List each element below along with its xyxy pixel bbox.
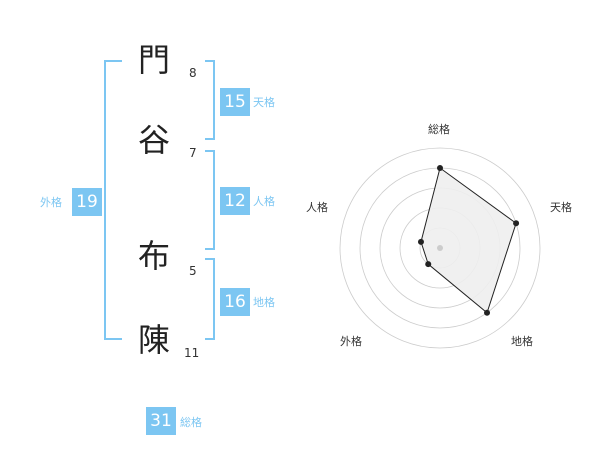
gaikaku-label: 外格 — [40, 196, 62, 209]
radar-axis-label-jinkaku: 人格 — [306, 201, 328, 214]
tenkaku-score: 15 — [220, 88, 250, 116]
stroke-count-4: 11 — [184, 346, 200, 360]
radar-point-5 — [417, 238, 424, 245]
stroke-count-1: 8 — [189, 66, 197, 80]
radar-axis-label-soukaku: 総格 — [428, 123, 450, 136]
stroke-count-2: 7 — [189, 146, 197, 160]
gaikaku-score: 19 — [72, 188, 102, 216]
soukaku-score: 31 — [146, 407, 176, 435]
radar-center-point — [437, 245, 443, 251]
name-char-4: 陳 — [137, 321, 170, 359]
radar-point-2 — [513, 220, 520, 227]
chikaku-label: 地格 — [253, 296, 275, 309]
radar-axis-label-tenkaku: 天格 — [550, 201, 572, 214]
radar-point-1 — [437, 165, 443, 171]
radar-polygon — [420, 167, 517, 314]
radar-axis-label-chikaku: 地格 — [511, 335, 533, 348]
tenkaku-label: 天格 — [253, 96, 275, 109]
radar-point-4 — [425, 261, 432, 268]
jinkaku-label: 人格 — [253, 195, 275, 208]
name-char-3: 布 — [137, 237, 170, 275]
radar-point-3 — [484, 309, 491, 316]
name-char-1: 門 — [137, 41, 170, 79]
radar-series — [417, 165, 520, 316]
stroke-count-3: 5 — [189, 264, 197, 278]
chikaku-score: 16 — [220, 288, 250, 316]
soukaku-label: 総格 — [180, 416, 202, 429]
jinkaku-score: 12 — [220, 187, 250, 215]
radar-ring-5 — [339, 147, 541, 349]
radar-axis-label-gaikaku: 外格 — [340, 335, 362, 348]
name-char-2: 谷 — [137, 121, 170, 159]
